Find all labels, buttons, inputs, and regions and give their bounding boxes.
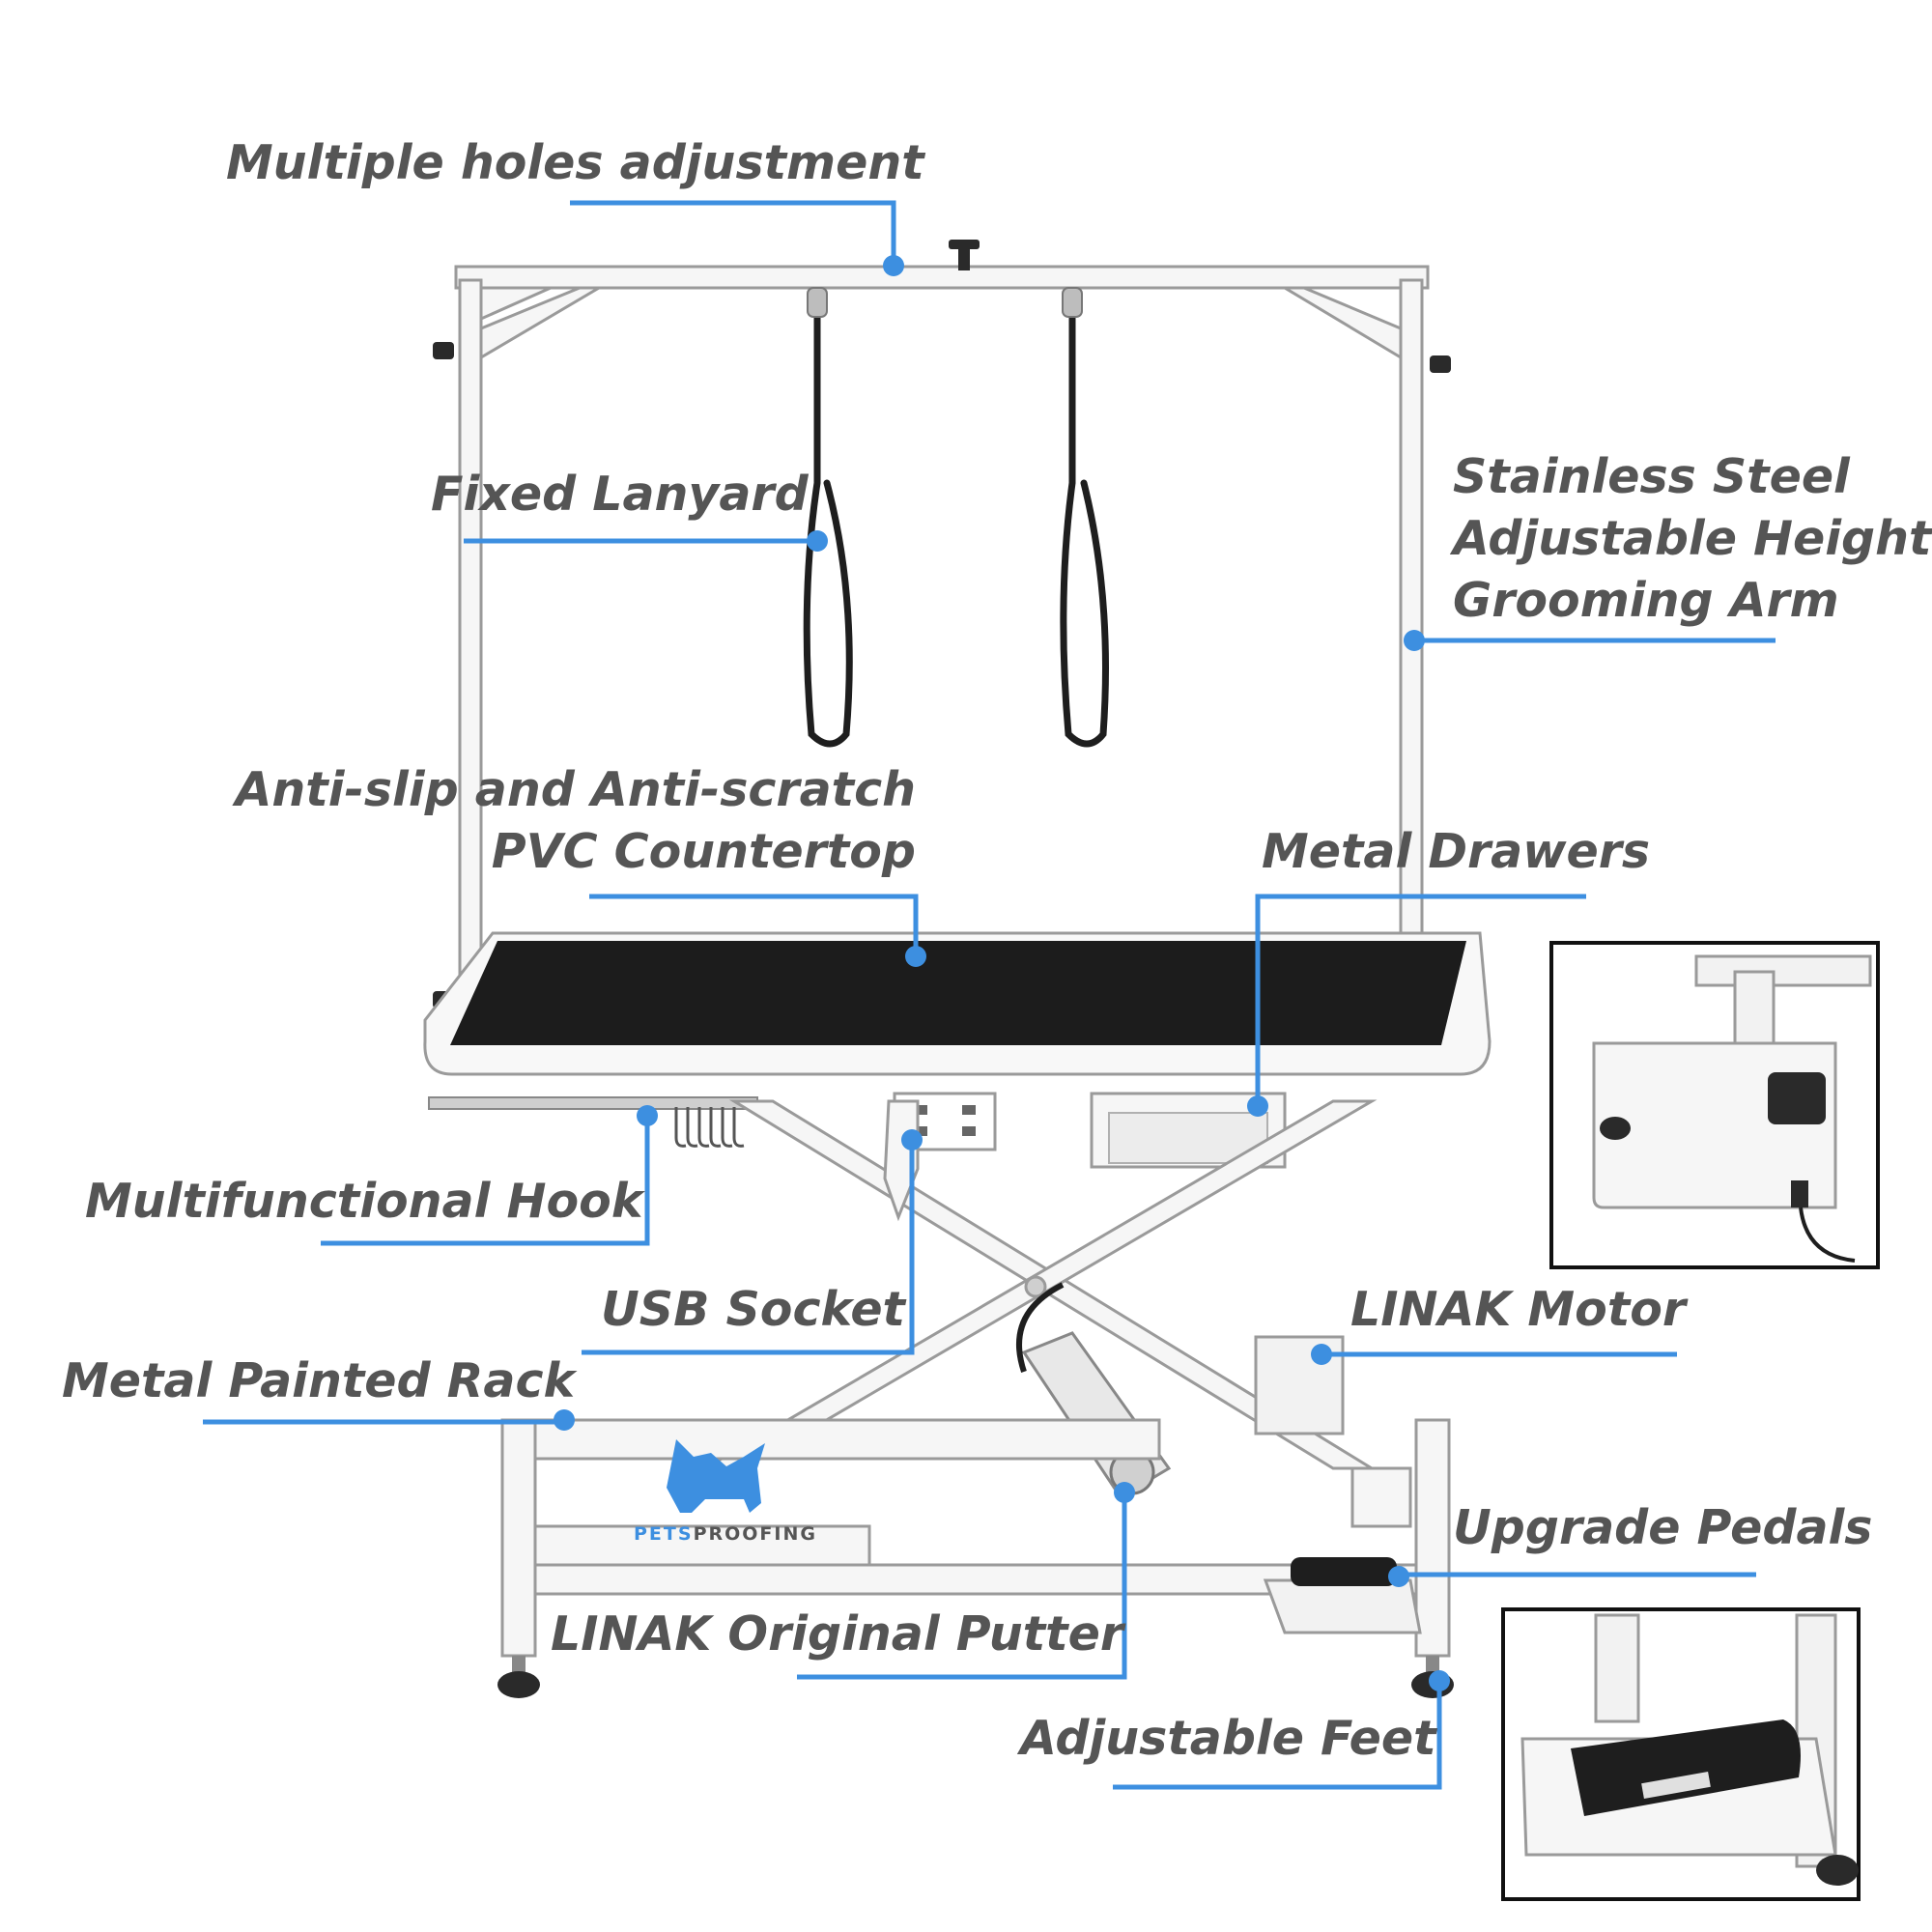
adjustment-knobs [433, 240, 1451, 1009]
label-metal-drawers: Metal Drawers [1262, 824, 1651, 879]
label-grooming-arm-line3: Grooming Arm [1453, 573, 1839, 628]
pedal-closeup-image [1501, 1607, 1861, 1901]
lanyard-clips [807, 287, 1083, 318]
label-grooming-arm-line1: Stainless Steel [1453, 449, 1850, 504]
grooming-arm [454, 265, 1430, 1024]
label-adjustable-feet: Adjustable Feet [1020, 1711, 1436, 1766]
label-multifunctional-hook: Multifunctional Hook [85, 1174, 643, 1229]
hook-rail [428, 1096, 758, 1148]
label-metal-painted-rack: Metal Painted Rack [62, 1353, 576, 1408]
motor-closeup-image [1549, 941, 1880, 1269]
linak-motor-and-putter [1016, 1282, 1345, 1500]
brand-name-part1: PETS [634, 1523, 694, 1545]
countertop [423, 931, 1492, 1076]
label-countertop-line1: Anti-slip and Anti-scratch [235, 762, 917, 817]
label-usb-socket: USB Socket [601, 1282, 905, 1337]
label-countertop: Anti-slip and Anti-scratch PVC Counterto… [236, 759, 917, 883]
label-grooming-arm-line2: Adjustable Height [1453, 511, 1932, 566]
callout-leaders [203, 200, 1776, 1790]
label-fixed-lanyard: Fixed Lanyard [431, 467, 809, 522]
label-multiple-holes: Multiple holes adjustment [226, 135, 924, 190]
label-linak-putter: LINAK Original Putter [551, 1606, 1124, 1662]
label-linak-motor: LINAK Motor [1350, 1282, 1687, 1337]
callout-dots [554, 255, 1450, 1691]
dog-silhouette-icon [667, 1439, 765, 1513]
brand-name-part2: PROOFING [694, 1523, 817, 1545]
label-countertop-line2: PVC Countertop [491, 824, 916, 879]
label-upgrade-pedals: Upgrade Pedals [1453, 1500, 1873, 1555]
label-grooming-arm: Stainless Steel Adjustable Height Groomi… [1453, 446, 1931, 632]
lanyards [803, 288, 1109, 748]
brand-name: PETSPROOFING [634, 1523, 817, 1545]
foot-pedal [1263, 1557, 1422, 1634]
grooming-table-illustration: PETSPROOFING [423, 240, 1492, 1698]
